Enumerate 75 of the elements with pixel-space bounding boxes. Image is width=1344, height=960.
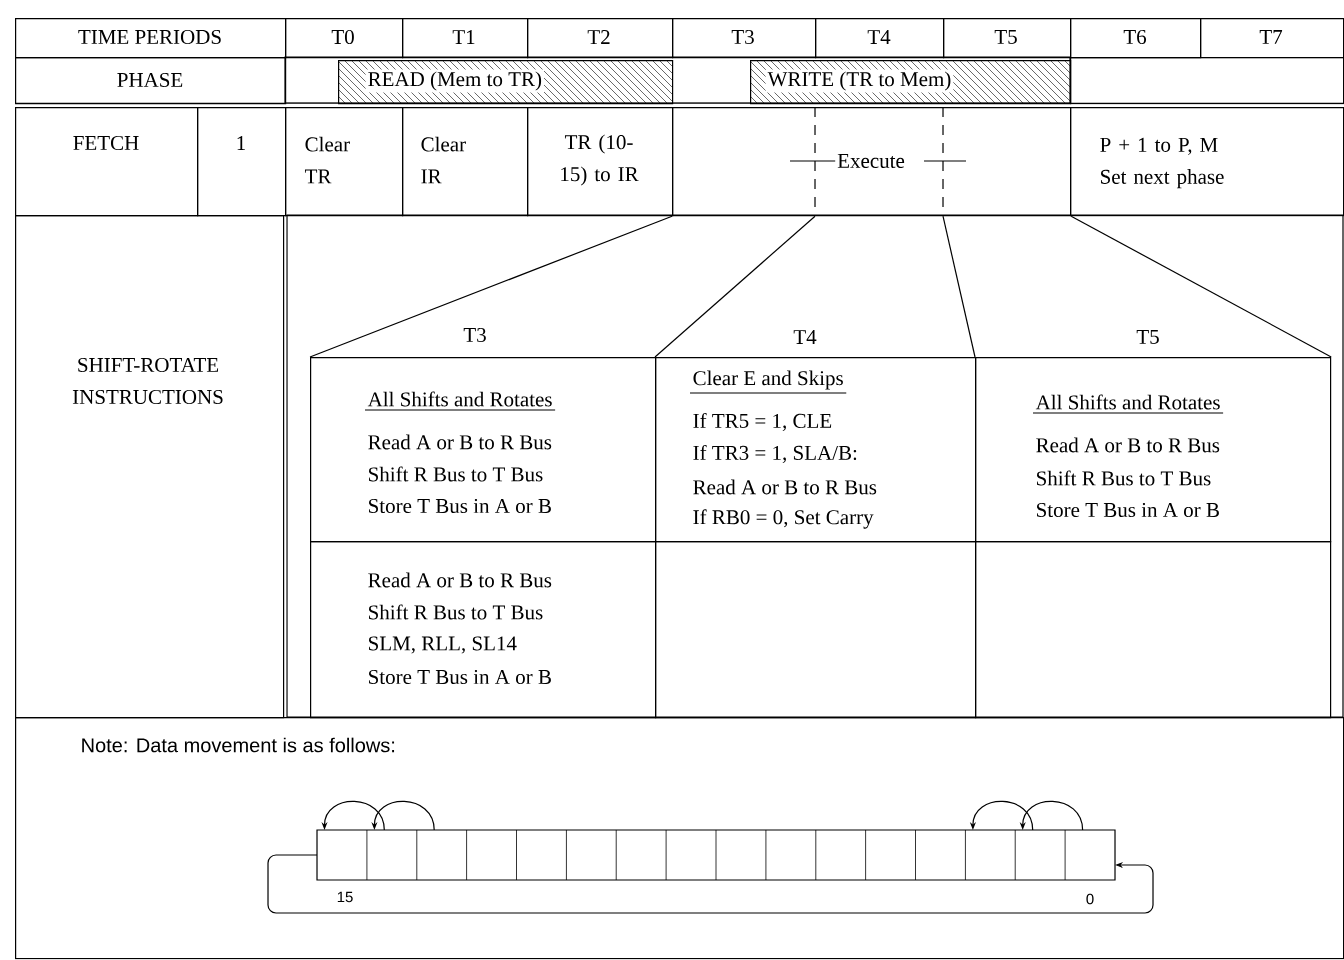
cell-text: If TR3 = 1, SLA/B:: [693, 445, 857, 463]
underlined-heading: All Shifts and Rotates: [1032, 394, 1224, 414]
detail-box: [655, 330, 977, 543]
cell-text: Read A or B to R Bus: [368, 572, 552, 588]
table-cell: [1200, 18, 1344, 59]
detail-box: [310, 541, 657, 719]
cell-text: TR (10-15) to IR: [561, 134, 639, 186]
table-cell: [15, 215, 285, 719]
cell-text: PHASE: [117, 72, 183, 88]
cell-text: If RB0 = 0, Set Carry: [693, 509, 874, 529]
table-cell: [1070, 18, 1202, 59]
cell-text: Shift R Bus to T Bus: [369, 466, 543, 482]
detail-box: [655, 541, 977, 719]
magnify-line: [309, 215, 673, 358]
table-cell: [943, 18, 1072, 59]
cell-text: 1: [237, 136, 245, 150]
cell-text: Read A or B to R Bus: [368, 434, 552, 450]
cell-text: Clear IR: [421, 136, 466, 184]
table-cell: [672, 18, 817, 59]
underlined-heading: Clear E and Skips: [689, 370, 847, 394]
cell-text: FETCH: [73, 135, 139, 151]
column-heading: T5: [1136, 330, 1159, 344]
panel: [15, 717, 1344, 960]
table-cell: [15, 107, 199, 217]
cell-text: T6: [1123, 29, 1147, 45]
magnify-line: [1070, 215, 1332, 358]
cell-text: T7: [1259, 30, 1283, 44]
cell-text: If TR5 = 1, CLE: [693, 413, 832, 431]
magnify-line: [942, 215, 976, 358]
cell-text: T2: [587, 30, 610, 44]
detail-box: [975, 330, 1332, 543]
table-cell: [402, 18, 529, 59]
cell-text: T3: [731, 29, 754, 45]
column-heading: T4: [793, 330, 817, 344]
detail-box: [975, 541, 1332, 719]
note-text: Note: Data movement is as follows:: [82, 737, 395, 753]
cell-text: SHIFT-ROTATE INSTRUCTIONS: [72, 357, 223, 405]
table-cell: [285, 107, 404, 217]
cell-text: SLM, RLL, SL14: [369, 636, 517, 654]
cell-text: T4: [867, 30, 891, 44]
cell-text: TIME PERIODS: [78, 29, 221, 45]
detail-box: [1070, 57, 1344, 105]
cell-text: Shift R Bus to T Bus: [1037, 470, 1211, 486]
phase-label: WRITE (TR to Mem): [765, 69, 954, 93]
cell-text: Execute: [835, 152, 907, 170]
cell-text: T5: [994, 30, 1017, 44]
cell-text: Store T Bus in A or B: [369, 498, 551, 514]
bit-number: 15: [337, 891, 353, 903]
table-cell: [285, 18, 404, 59]
cell-text: P + 1 to P, M Set next phase: [1100, 137, 1224, 189]
table-cell: [402, 107, 529, 217]
magnify-line: [654, 215, 816, 358]
cell-text: T1: [452, 30, 475, 44]
column-heading: T3: [463, 327, 486, 343]
table-cell: [15, 18, 287, 59]
cell-text: Store T Bus in A or B: [1037, 502, 1219, 518]
bit-number: 0: [1086, 893, 1094, 905]
cell-text: Store T Bus in A or B: [369, 669, 551, 685]
cell-text: Read A or B to R Bus: [693, 479, 877, 495]
table-cell: [527, 18, 674, 59]
table-cell: [1070, 107, 1344, 217]
table-cell: [197, 107, 287, 217]
table-cell: [527, 107, 674, 217]
cell-text: Shift R Bus to T Bus: [369, 604, 543, 620]
table-cell: [672, 106, 1072, 217]
band: [338, 60, 674, 105]
underlined-heading: All Shifts and Rotates: [364, 391, 556, 411]
table-cell: [15, 57, 287, 105]
detail-box: [310, 327, 657, 543]
cell-text: T0: [331, 29, 354, 45]
cell-text: Clear TR: [305, 136, 350, 184]
cell-text: Read A or B to R Bus: [1036, 437, 1220, 453]
band: [750, 60, 1072, 105]
table-cell: [815, 18, 945, 59]
phase-label: READ (Mem to TR): [365, 69, 544, 93]
